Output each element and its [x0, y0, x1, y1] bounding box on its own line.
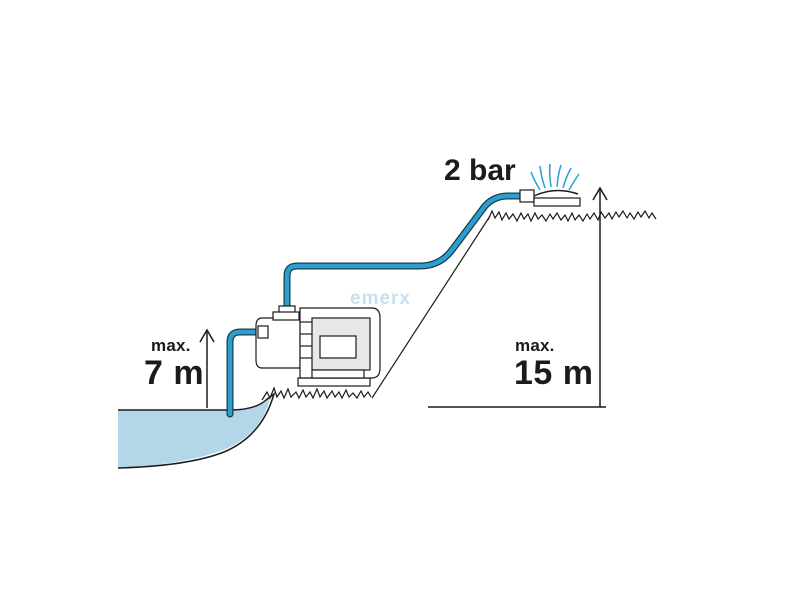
pump-foot — [311, 369, 365, 379]
pump-control-box — [319, 335, 357, 359]
pressure-label: 2 bar — [444, 154, 516, 187]
delivery-height-value: 15 m — [514, 354, 594, 392]
pump-base — [297, 377, 371, 387]
sprinkler-base — [533, 197, 581, 207]
delivery-max-label: max. — [515, 336, 555, 355]
suction-height-value: 7 m — [144, 354, 205, 392]
grass-pump-ground — [261, 386, 372, 401]
grass-hilltop — [487, 209, 657, 223]
garden-pump — [255, 305, 381, 387]
watermark-text: emerx — [350, 288, 411, 309]
sprinkler-arm — [533, 189, 579, 197]
delivery-arrow-head — [592, 186, 608, 201]
pump-intake-nozzle — [257, 325, 269, 339]
delivery-hose — [284, 193, 527, 309]
sprinkler-connector — [519, 189, 535, 203]
hill-slope-line — [371, 215, 491, 399]
suction-arrow-head — [199, 328, 215, 343]
sprinkler-water-spray — [530, 163, 580, 191]
pond-bank-line — [117, 392, 276, 469]
suction-hose — [227, 329, 265, 417]
pump-top-cap — [272, 311, 300, 321]
suction-max-label: max. — [151, 336, 191, 355]
sprinkler — [519, 163, 581, 207]
